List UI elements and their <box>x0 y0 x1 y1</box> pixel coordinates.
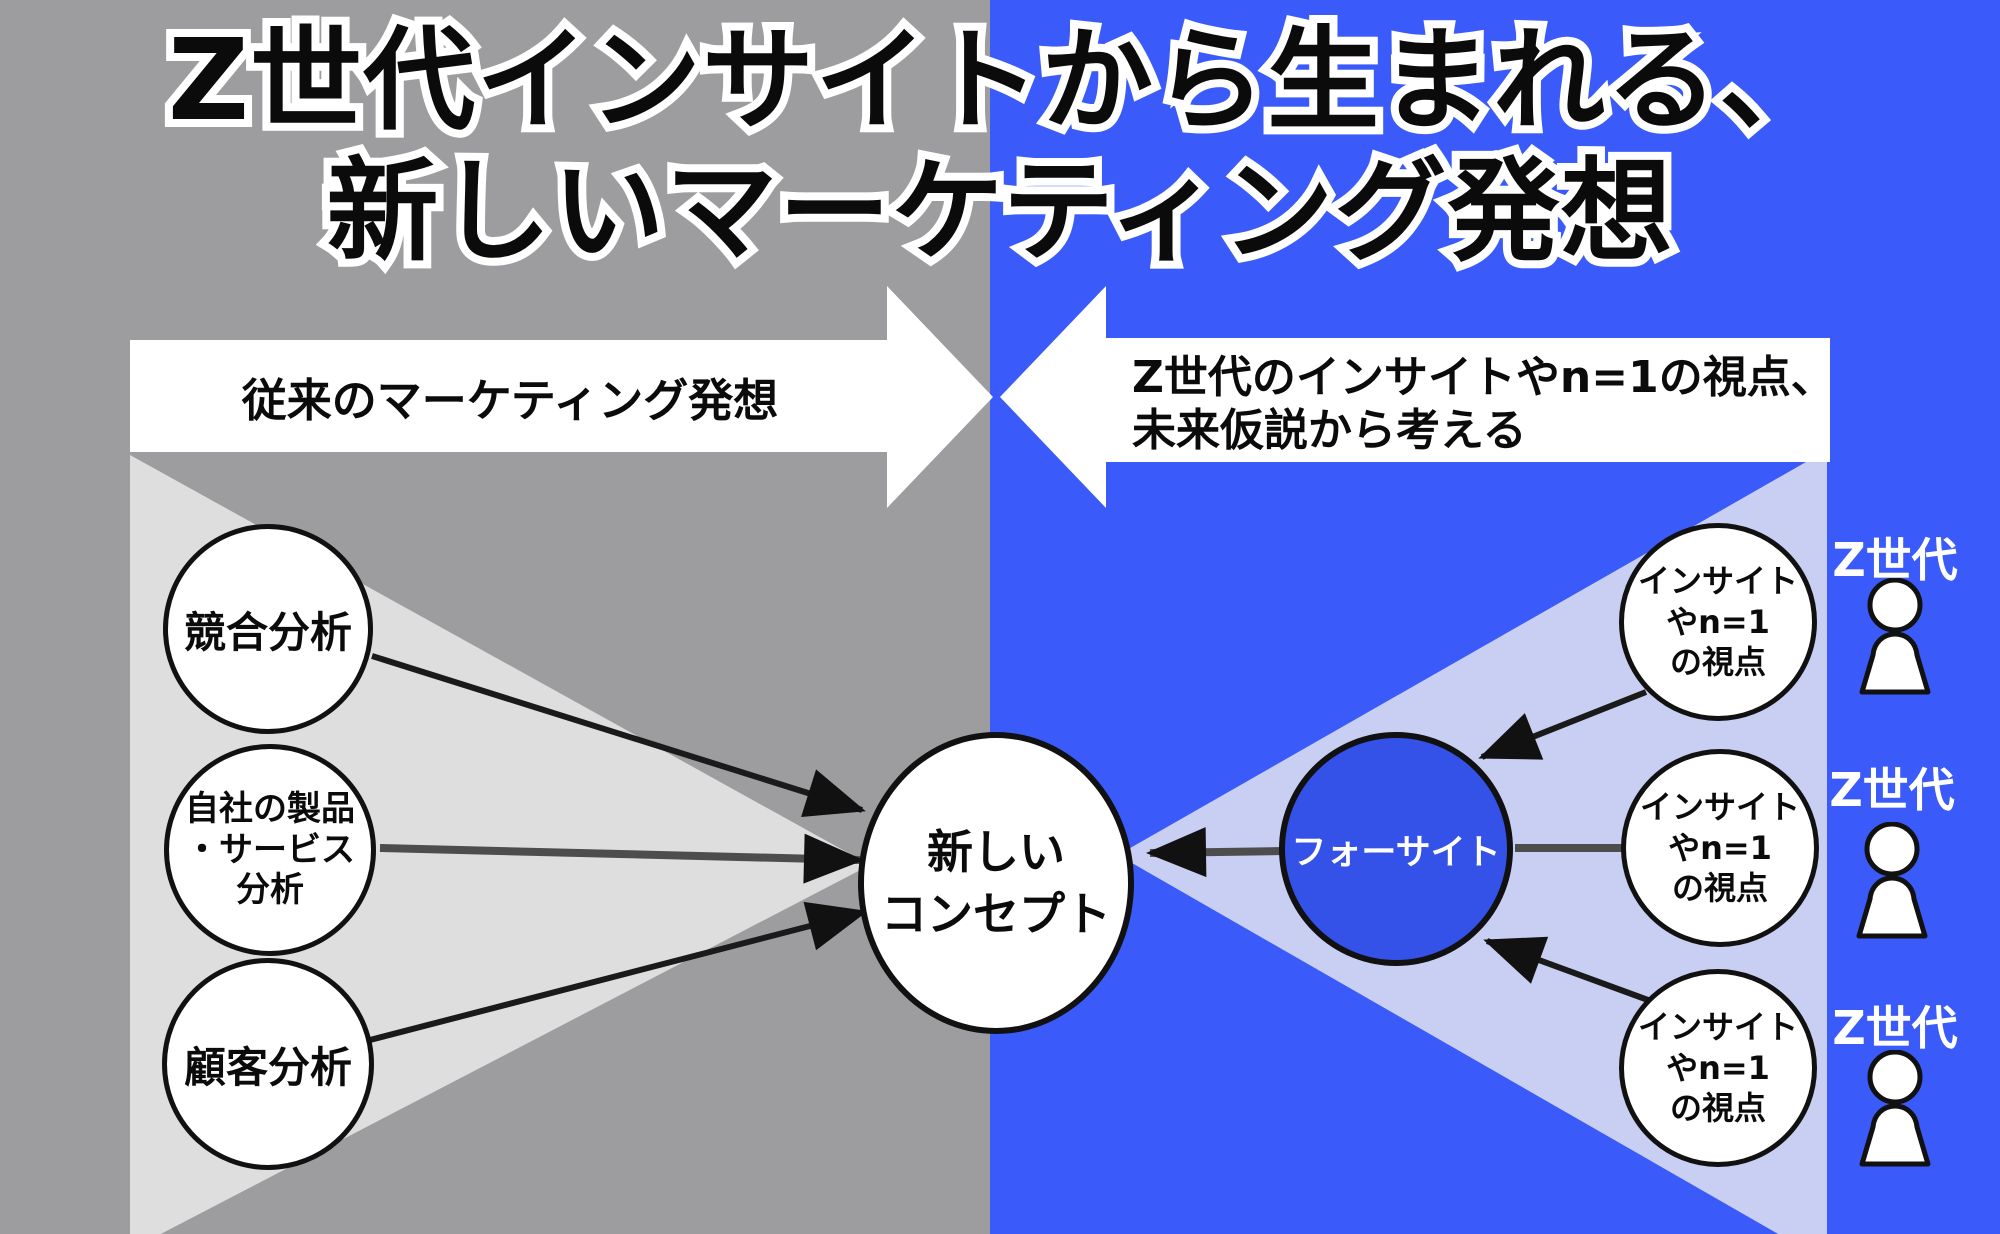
connector-own-product-to-concept <box>379 833 864 884</box>
insight1-line1: インサイト <box>1637 561 1798 600</box>
page-title-line2: 新しいマーケティング発想 <box>318 139 1680 285</box>
insight-circle-3: インサイト やn=1 の視点 <box>1619 969 1817 1167</box>
competitor-analysis-label: 競合分析 <box>183 607 352 657</box>
foresight-circle: フォーサイト <box>1279 732 1513 966</box>
insight3-line2: やn=1 <box>1666 1048 1770 1087</box>
insight3-line1: インサイト <box>1637 1007 1798 1046</box>
genz-insight-arrow-label-line1: Z世代のインサイトやn=1の視点、 <box>1132 352 1835 403</box>
connector-insight3-to-foresight <box>1483 936 1650 1003</box>
new-concept-label-line2: コンセプト <box>881 887 1111 941</box>
traditional-marketing-arrow-label: 従来のマーケティング発想 <box>241 373 779 427</box>
new-concept-label-line1: 新しい <box>927 824 1065 879</box>
insight2-line2: やn=1 <box>1668 828 1772 867</box>
gen-z-person-icon-3 <box>1859 1050 1931 1167</box>
genz-insight-arrow-label-line2: 未来仮説から考える <box>1132 404 1527 456</box>
insight1-line3: の視点 <box>1669 643 1766 682</box>
connector-customer-to-concept <box>369 901 868 1043</box>
connector-competitor-to-concept <box>371 653 866 818</box>
page-title-line1: Z世代インサイトから生まれる、 <box>160 8 1839 154</box>
own-product-label-line1: 自社の製品 <box>185 788 355 829</box>
own-product-label-line2: ・サービス <box>185 829 355 870</box>
connector-foresight-to-concept <box>1146 827 1285 878</box>
right-flow-arrow <box>1000 286 1830 508</box>
insight-circle-1: インサイト やn=1 の視点 <box>1619 523 1817 721</box>
foresight-label: フォーサイト <box>1291 832 1501 873</box>
own-product-service-analysis-circle: 自社の製品 ・サービス 分析 <box>164 744 376 956</box>
own-product-label-line3: 分析 <box>236 870 304 911</box>
page-title: Z世代インサイトから生まれる、 新しいマーケティング発想 <box>0 8 2000 285</box>
insight2-line1: インサイト <box>1639 787 1800 826</box>
insight1-line2: やn=1 <box>1666 602 1770 641</box>
genz-insight-arrow-label: Z世代のインサイトやn=1の視点、 未来仮説から考える <box>1132 352 1835 458</box>
gen-z-person-icon-2 <box>1856 822 1928 939</box>
left-flow-arrow <box>130 286 993 508</box>
gen-z-person-icon-1 <box>1859 578 1931 695</box>
genz-label-2: Z世代 <box>1829 763 1955 817</box>
customer-analysis-circle: 顧客分析 <box>162 958 374 1170</box>
customer-analysis-label: 顧客分析 <box>183 1042 352 1092</box>
insight3-line3: の視点 <box>1669 1089 1766 1128</box>
insight-circle-2: インサイト やn=1 の視点 <box>1621 749 1819 947</box>
competitor-analysis-circle: 競合分析 <box>163 524 373 734</box>
connector-insight1-to-foresight <box>1478 689 1648 760</box>
new-concept-circle: 新しい コンセプト <box>858 732 1134 1034</box>
insight2-line3: の視点 <box>1671 869 1768 908</box>
genz-label-3: Z世代 <box>1832 1001 1958 1055</box>
